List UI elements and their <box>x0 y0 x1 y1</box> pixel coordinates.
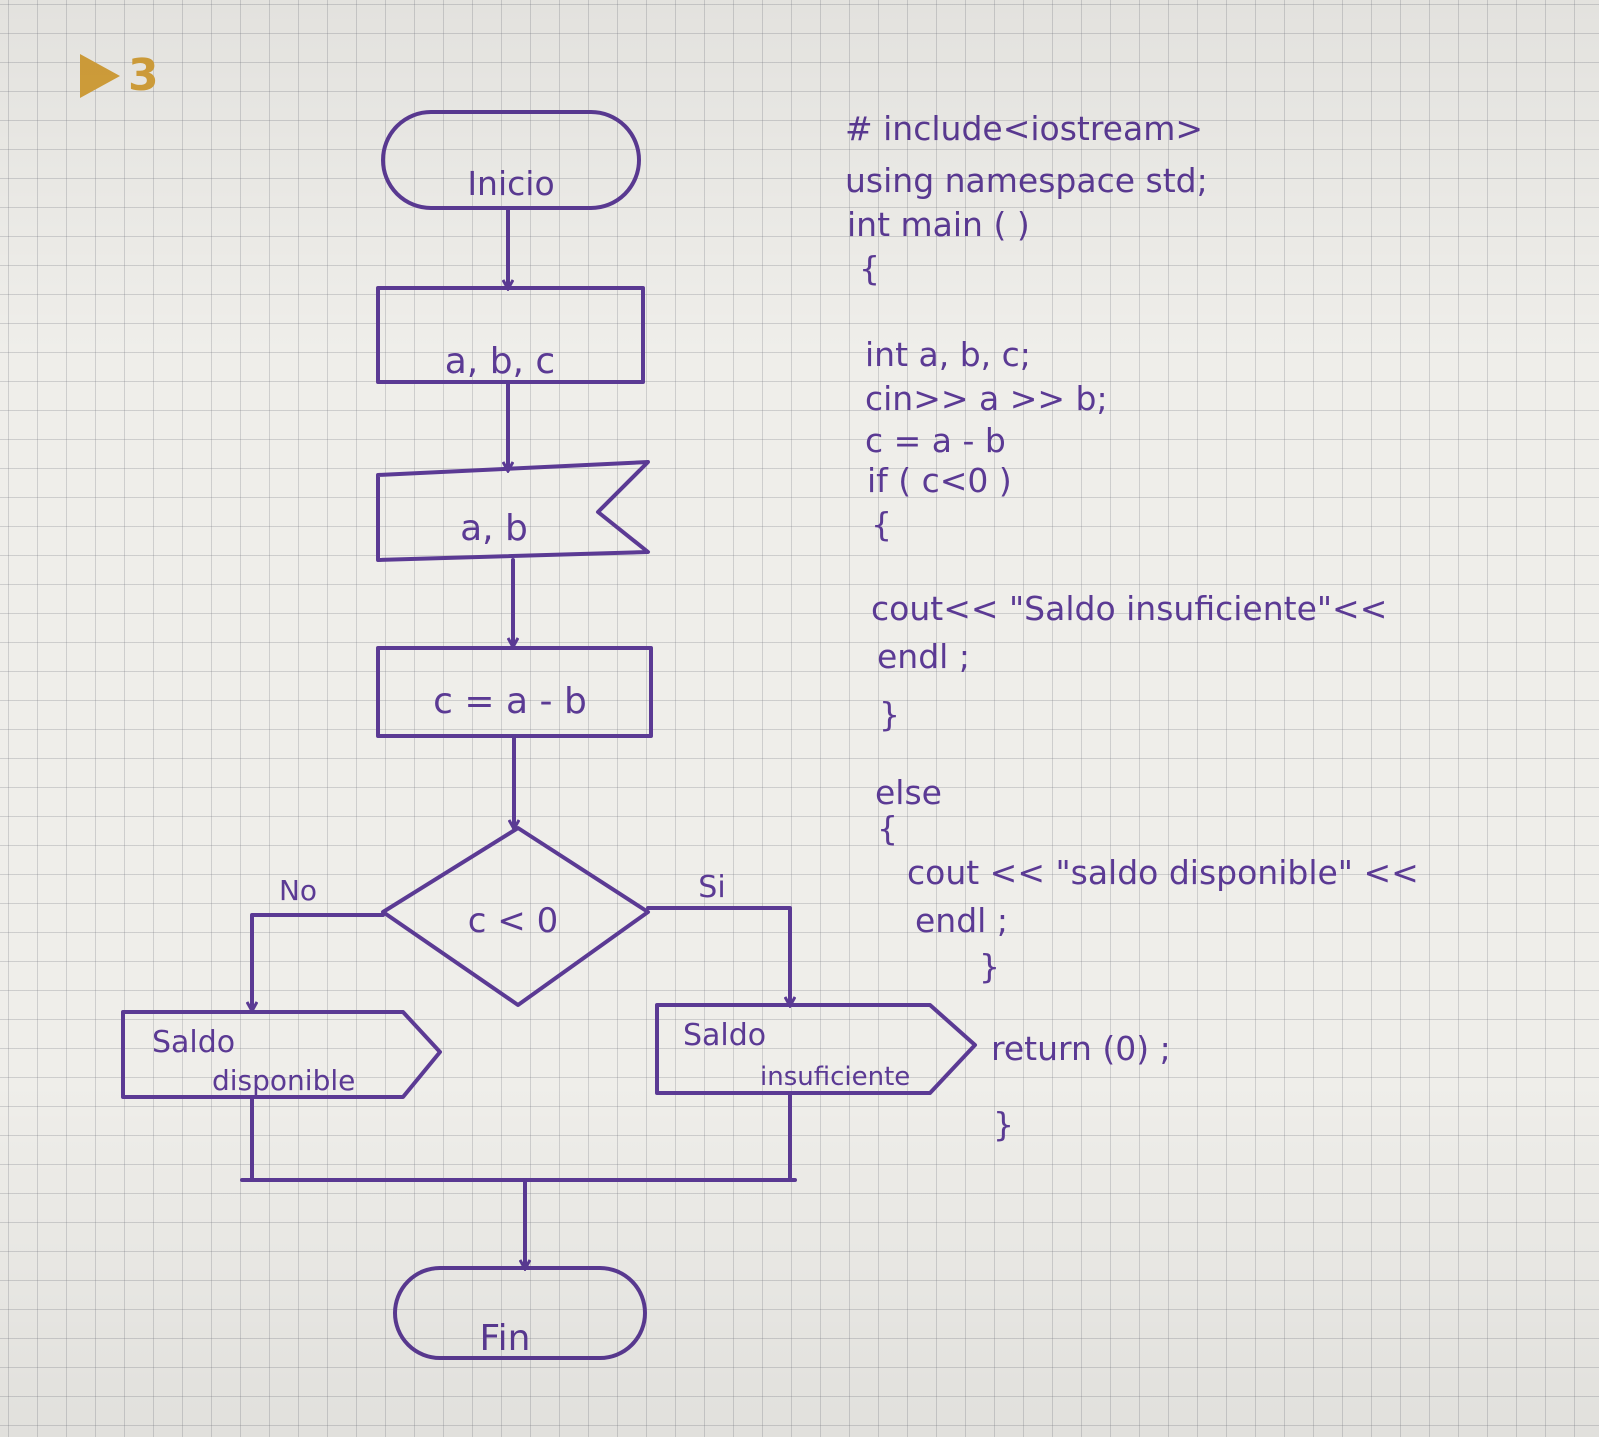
branch-no-label: No <box>279 874 317 907</box>
decision-label: c < 0 <box>468 901 558 941</box>
output-insuficiente: Saldo insuficiente <box>655 1003 977 1095</box>
code-line: else <box>875 773 942 812</box>
output-disponible: Saldo disponible <box>121 1010 442 1099</box>
start-terminal: Inicio <box>381 110 641 210</box>
process-label: c = a - b <box>433 681 587 722</box>
output-insuficiente-line1: Saldo <box>683 1018 766 1053</box>
code-line: { <box>871 505 892 544</box>
code-line: return (0) ; <box>991 1029 1171 1068</box>
code-line: cout << "saldo disponible" << <box>907 853 1419 892</box>
code-line: using namespace std; <box>845 161 1208 200</box>
end-terminal: Fin <box>393 1266 647 1360</box>
read-label: a, b <box>460 508 528 549</box>
arrow-no-branch <box>252 913 385 1010</box>
read-block: a, b <box>376 460 650 562</box>
code-line: endl ; <box>915 901 1008 940</box>
code-line: int a, b, c; <box>865 335 1031 374</box>
code-line: if ( c<0 ) <box>867 461 1012 500</box>
code-line: } <box>879 695 900 734</box>
exercise-marker: 3 <box>80 50 159 101</box>
start-label: Inicio <box>467 164 554 203</box>
code-line: cin>> a >> b; <box>865 379 1108 418</box>
input-label: a, b, c <box>445 341 555 382</box>
output-disponible-line2: disponible <box>212 1064 355 1097</box>
code-line: } <box>993 1105 1014 1144</box>
output-insuficiente-line2: insuficiente <box>760 1062 910 1092</box>
code-line: { <box>877 809 898 848</box>
output-disponible-line1: Saldo <box>152 1025 235 1060</box>
input-block: a, b, c <box>376 286 645 384</box>
code-line: cout<< "Saldo insuficiente"<< <box>871 589 1388 628</box>
branch-yes-label: Si <box>698 870 725 905</box>
code-line: } <box>979 947 1000 986</box>
code-line: { <box>859 249 880 288</box>
play-triangle-icon <box>80 53 120 98</box>
process-block: c = a - b <box>376 646 653 738</box>
code-line: c = a - b <box>865 421 1006 460</box>
end-label: Fin <box>480 1318 531 1359</box>
code-line: endl ; <box>877 637 970 676</box>
code-line: int main ( ) <box>847 205 1030 244</box>
code-line: # include<iostream> <box>845 109 1204 148</box>
arrow-yes-branch <box>646 906 790 1005</box>
exercise-number: 3 <box>128 50 159 101</box>
decision-diamond: c < 0 <box>381 826 650 1007</box>
